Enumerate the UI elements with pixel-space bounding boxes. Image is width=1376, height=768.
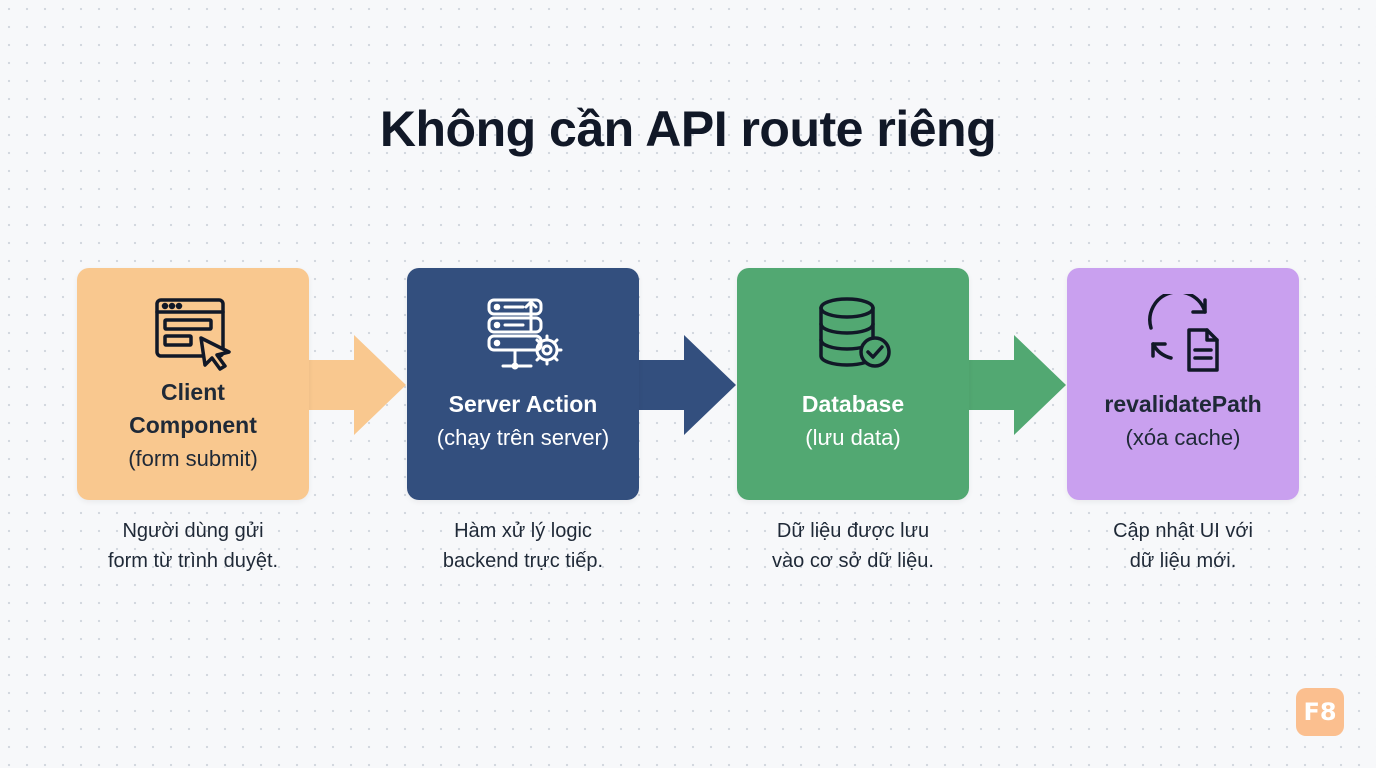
step-database: Database (lưu data)	[737, 268, 969, 500]
desc-line: Hàm xử lý logic	[454, 520, 592, 542]
page-title: Không cần API route riêng	[379, 101, 997, 157]
step-server-action: Server Action (chạy trên server)	[407, 268, 639, 500]
server-gear-icon	[487, 298, 563, 370]
step-label-line: Client	[161, 379, 225, 405]
step-description-4: Cập nhật UI với dữ liệu mới.	[1067, 516, 1299, 576]
desc-line: vào cơ sở dữ liệu.	[772, 550, 934, 572]
flow-arrow-1	[300, 335, 406, 435]
step-revalidate-path: revalidatePath (xóa cache)	[1067, 268, 1299, 500]
step-description-1: Người dùng gửi form từ trình duyệt.	[77, 516, 309, 576]
browser-window-cursor-icon	[155, 298, 231, 371]
step-label-line: revalidatePath	[1104, 391, 1262, 417]
desc-line: form từ trình duyệt.	[107, 550, 279, 572]
database-check-icon	[819, 297, 891, 368]
step-client-component: Client Component (form submit)	[77, 268, 309, 500]
step-label-line: Database	[801, 391, 905, 417]
desc-line: Người dùng gửi	[122, 520, 264, 542]
step-sub: (form submit)	[128, 446, 258, 471]
step-label-line: Component	[129, 412, 257, 438]
flow-arrow-3	[960, 335, 1066, 435]
desc-line: Dữ liệu được lưu	[776, 520, 930, 542]
arrow-shape	[630, 335, 736, 435]
desc-line: Cập nhật UI với	[1113, 520, 1253, 542]
f8-logo: F8	[1296, 688, 1344, 736]
flow-arrow-2	[630, 335, 736, 435]
desc-line: dữ liệu mới.	[1129, 550, 1237, 572]
step-sub: (chạy trên server)	[436, 425, 610, 450]
step-description-3: Dữ liệu được lưu vào cơ sở dữ liệu.	[737, 516, 969, 576]
step-description-2: Hàm xử lý logic backend trực tiếp.	[407, 516, 639, 576]
step-label-line: Server Action	[448, 391, 598, 417]
arrow-shape	[300, 335, 406, 435]
desc-line: backend trực tiếp.	[442, 550, 604, 572]
step-sub: (lưu data)	[805, 425, 901, 450]
refresh-document-icon	[1148, 294, 1219, 372]
step-sub: (xóa cache)	[1125, 425, 1241, 450]
arrow-shape	[960, 335, 1066, 435]
